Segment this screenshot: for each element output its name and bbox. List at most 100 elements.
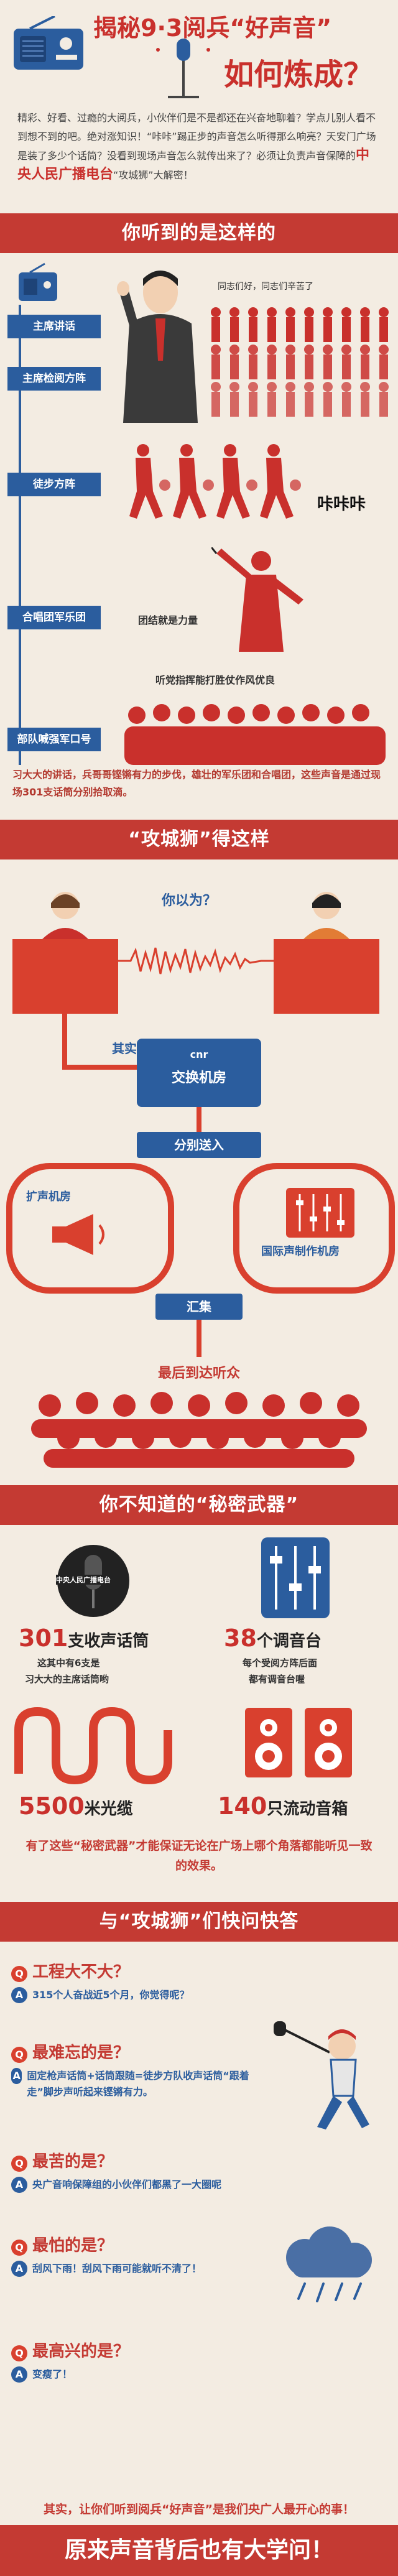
merge-label: 汇集 [155, 1294, 243, 1320]
answer-3: 央广音响保障组的小伙伴们都黑了一大圈呢 [32, 2179, 222, 2190]
kaka-sound-text: 咔咔咔 [317, 495, 366, 514]
label-slogan: 部队喊强军口号 [7, 728, 101, 751]
split-line [197, 1107, 201, 1138]
section3-note: 有了这些“秘密武器”才能保证无论在广场上哪个角落都能听见一致的效果。 [25, 1839, 373, 1873]
exchange-room-label: 交换机房 [171, 1070, 226, 1086]
section-you-hear: 主席讲话 主席检阅方阵 徒步方阵 合唱团军乐团 部队喊强军口号 同志们好，同志们… [0, 255, 398, 840]
intl-room-outline [233, 1163, 395, 1294]
q-badge: Q [11, 2156, 27, 2172]
qa-item-2: Q 最难忘的是？ A 固定枪声话筒+话筒跟随=徒步方队收声话筒“跟着走”脚步声听起来… [11, 2040, 260, 2100]
listener-icon [303, 892, 349, 939]
speech-bubble-greeting: 同志们好，同志们辛苦了 [218, 282, 313, 292]
section3-banner: 你不知道的“秘密武器” [0, 1485, 398, 1525]
mixer-unit: 个调音台 [256, 1632, 322, 1651]
section1-note: 习大大的讲话，兵哥哥铿锵有力的步伐，雄壮的军乐团和合唱团，这些声音是通过现场30… [12, 769, 381, 798]
intro-highlight: 中央人民广播电台 [17, 147, 370, 182]
flow-arrow-down [62, 1014, 67, 1070]
rain-cloud-icon [286, 2226, 372, 2302]
section2-banner: “攻城狮”得这样 [0, 820, 398, 859]
q-badge: Q [11, 1966, 27, 1982]
loudspeaker-icon [52, 1214, 104, 1255]
speaker-stat: 140只流动音箱 [218, 1792, 348, 1820]
qa-item-3: Q 最苦的是？ A 央广音响保障组的小伙伴们都黑了一大圈呢 [11, 2149, 378, 2193]
fiber-stat: 5500米光缆 [19, 1792, 133, 1820]
microphone-icon [156, 39, 210, 98]
final-audience-label: 最后到达听众 [157, 1366, 240, 1381]
question-5: 最高兴的是？ [32, 2342, 130, 2361]
merge-arrow [197, 1320, 201, 1357]
amp-room-label: 扩声机房 [26, 1190, 71, 1203]
a-badge: A [11, 1987, 27, 2003]
answer-2: 固定枪声话筒+话筒跟随=徒步方队收声话筒“跟着走”脚步声听起来铿锵有力。 [27, 2070, 249, 2098]
final-banner: 原来声音背后也有大学问！ [0, 2525, 398, 2576]
header: 揭秘9·3阅兵“好声音” 如何炼成？ [0, 0, 398, 106]
answer-5: 变瘦了！ [32, 2368, 73, 2380]
qa-item-1: Q 工程大不大？ A 315个人奋战近5个月，你觉得呢？ [11, 1959, 378, 2003]
fiber-number: 5500 [19, 1792, 85, 1820]
flow-arrow-right [62, 1065, 137, 1070]
speaker-number: 140 [218, 1792, 267, 1820]
speaker-boxes-icon [245, 1708, 352, 1777]
split-send-label: 分别送入 [137, 1132, 261, 1158]
label-review: 主席检阅方阵 [7, 367, 101, 391]
listener-right-box [274, 939, 379, 1014]
soundwave-icon [118, 947, 274, 975]
mixer-console-icon [261, 1537, 330, 1618]
label-choir-band: 合唱团军乐团 [7, 606, 101, 629]
section4-banner: 与“攻城狮”们快问快答 [0, 1902, 398, 1942]
mixer-icon [286, 1188, 354, 1238]
a-badge: A [11, 2261, 27, 2277]
speaker-unit: 只流动音箱 [267, 1800, 348, 1818]
mic-number: 301 [19, 1624, 68, 1652]
soldiers-formation-icon [211, 307, 389, 417]
question-4: 最怕的是？ [32, 2236, 114, 2255]
audience-crowd-icon [31, 1392, 367, 1468]
mic-unit: 支收声话筒 [68, 1632, 149, 1651]
mixer-sub-1: 每个受阅方阵后面 [243, 1657, 318, 1669]
fiber-unit: 米光缆 [84, 1800, 133, 1818]
section-signal-flow: 你以为？ 其实... cnr 交换机房 分别送入 扩声机房 [0, 871, 398, 1499]
q-badge: Q [11, 2047, 27, 2063]
flow-line [19, 305, 21, 765]
label-speech: 主席讲话 [7, 315, 101, 338]
answer-1: 315个人奋战近5个月，你觉得呢？ [32, 1989, 190, 2001]
marching-soldiers-icon [129, 444, 301, 519]
studio-left-box [12, 939, 118, 1014]
a-badge: A [11, 2177, 27, 2193]
conductor-icon [211, 547, 303, 652]
exchange-room-box: cnr 交换机房 [137, 1039, 261, 1107]
q-badge: Q [11, 2345, 27, 2361]
slogan-text: 听党指挥能打胜仗作风优良 [155, 674, 275, 686]
a-badge: A [11, 2068, 22, 2084]
mixer-stat: 38个调音台 [224, 1624, 322, 1652]
question-2: 最难忘的是？ [32, 2044, 130, 2062]
q-badge: Q [11, 2240, 27, 2256]
question-3: 最苦的是？ [32, 2152, 114, 2171]
section1-banner: 你听到的是这样的 [0, 213, 398, 253]
label-foot-formation: 徒步方阵 [7, 473, 101, 496]
mixer-number: 38 [224, 1624, 257, 1652]
you-think-text: 你以为？ [162, 893, 217, 909]
mixer-sub-2: 都有调音台喔 [249, 1674, 305, 1685]
mic-sub-2: 习大大的主席话筒哟 [25, 1674, 109, 1685]
fiber-cable-icon [14, 1707, 172, 1785]
announcer-icon [42, 892, 88, 939]
radio-small-icon [19, 262, 57, 301]
a-badge: A [11, 2366, 27, 2383]
question-1: 工程大不大？ [32, 1963, 130, 1981]
running-engineer-icon [274, 2021, 369, 2129]
intro-paragraph: 精彩、好看、过瘾的大阅兵，小伙伴们是不是都还在兴奋地聊着？学点儿别人看不到想不到… [17, 109, 382, 185]
final-note: 其实，让你们听到阅兵“好声音”是我们央广人最开心的事！ [44, 2503, 354, 2516]
mic-stat: 301支收声话筒 [19, 1624, 149, 1652]
page-title-line2: 如何炼成？ [224, 57, 374, 92]
section-secret-weapons: 中央人民广播电台 301支收声话筒 这其中有6支是 习大大的主席话筒哟 38个调… [0, 1525, 398, 1973]
intro-text: 精彩、好看、过瘾的大阅兵，小伙伴们是不是都还在兴奋地聊着？学点儿别人看不到想不到… [17, 112, 376, 162]
station-mic-label: 中央人民广播电台 [56, 1575, 111, 1585]
amp-room-outline [6, 1163, 174, 1294]
qa-item-5: Q 最高兴的是？ A 变瘦了！ [11, 2338, 378, 2383]
unity-text: 团结就是力量 [138, 614, 198, 626]
section-qa: Q 工程大不大？ A 315个人奋战近5个月，你觉得呢？ Q 最难忘的是？ A 固定枪声… [0, 1903, 398, 2576]
intro-tail: “攻城狮”大解密！ [113, 169, 193, 181]
